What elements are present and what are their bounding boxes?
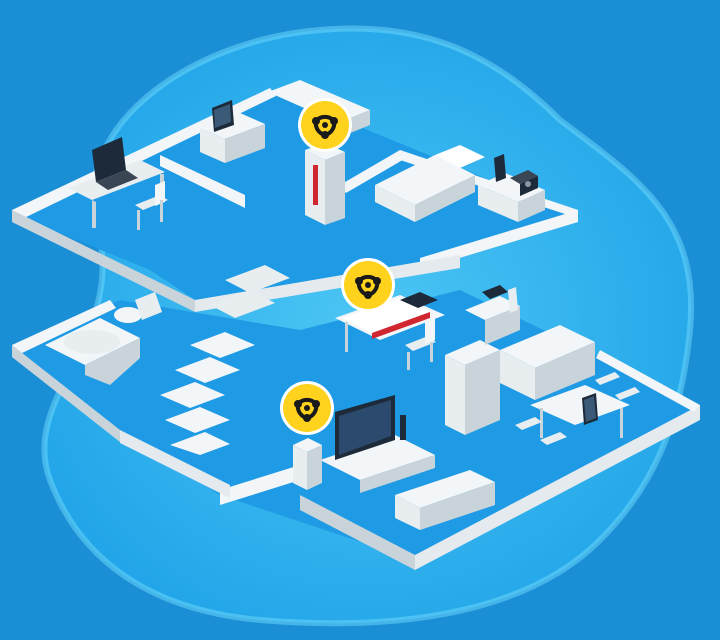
upper-floor-slab <box>15 90 575 300</box>
stair-wall <box>120 430 230 498</box>
office-chair <box>135 181 168 230</box>
mesh-badge-router <box>298 98 352 152</box>
dining-chair <box>515 372 640 445</box>
bathtub <box>45 318 140 385</box>
ground-outer-wall-right <box>415 405 700 570</box>
upper-outer-wall-right <box>400 150 578 270</box>
toilet <box>114 292 162 323</box>
mesh-network-icon <box>355 274 381 299</box>
sofa <box>395 470 495 530</box>
background-blob-outer-glow <box>41 25 695 627</box>
ground-outer-wall-left <box>12 300 116 354</box>
nightstand <box>478 173 545 222</box>
kitchen-tall-cabinet <box>445 340 500 435</box>
bedroom-bed <box>375 145 485 222</box>
ground-inner-wall-living <box>220 465 300 505</box>
study-chair <box>405 316 436 370</box>
television-icon <box>335 395 406 460</box>
tablet-icon <box>582 393 598 425</box>
mesh-badge-tv <box>280 381 334 435</box>
kitchen-counter <box>500 325 595 400</box>
ground-outer-wall-front <box>300 495 415 570</box>
desktop-monitor-icon <box>212 100 234 132</box>
upper-inner-wall-office <box>160 155 245 208</box>
dining-table <box>530 385 630 438</box>
printer-icon <box>400 292 438 308</box>
radio-icon <box>510 170 538 196</box>
media-console <box>320 435 435 493</box>
ground-floor <box>12 265 700 570</box>
upper-inner-wall-bedroom <box>340 150 406 193</box>
ground-back-wall-right <box>596 350 700 412</box>
mesh-network-icon <box>312 114 338 139</box>
cordless-phone-icon <box>482 285 518 313</box>
router-icon <box>305 143 345 225</box>
laptop-icon <box>92 137 138 190</box>
tv-repeater <box>293 438 322 490</box>
mesh-repeater-icon <box>342 298 430 339</box>
mesh-network-icon <box>294 397 320 422</box>
hallway-sideboard <box>200 113 265 163</box>
smartphone-icon <box>494 154 506 182</box>
kitchen-shelf <box>465 296 520 345</box>
staircase <box>160 265 290 455</box>
mesh-badge-printer <box>341 258 395 312</box>
upper-outer-wall-front <box>12 210 195 312</box>
ground-outer-wall-front-left <box>12 345 120 442</box>
